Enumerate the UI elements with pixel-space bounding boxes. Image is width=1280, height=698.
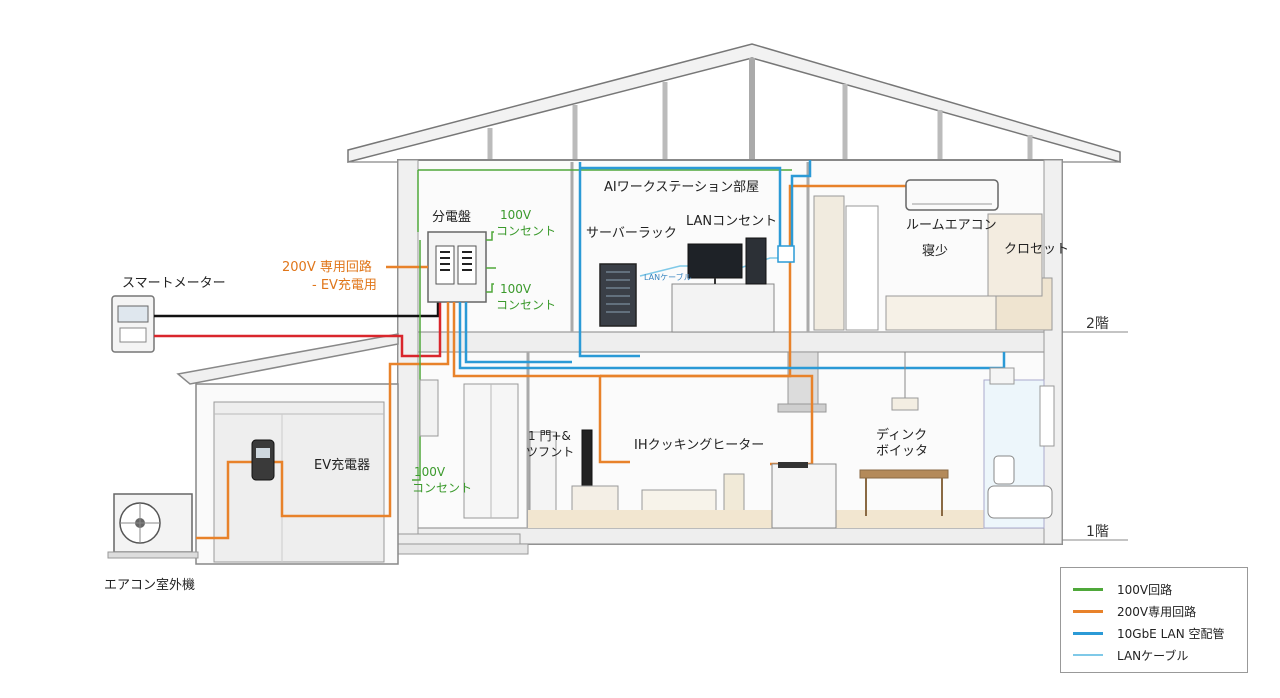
- label-lan-outlet: LANコンセント: [686, 214, 778, 229]
- lan-conduit: [458, 160, 1006, 370]
- label-lan-cable-small: LANケーブル: [644, 273, 692, 282]
- label-ac-outdoor: エアコン室外機: [104, 578, 196, 593]
- room-air-conditioner: [905, 179, 999, 211]
- legend-label: LANケーブル: [1117, 648, 1189, 663]
- legend-label: 100V回路: [1117, 582, 1173, 597]
- label-outlet-100v-a-line1: 100V: [500, 208, 532, 222]
- label-outlet-100v-c-line1: 100V: [414, 465, 446, 479]
- ev-charger: [251, 439, 275, 481]
- legend-swatch-200v: [1073, 609, 1103, 613]
- label-smart-meter: スマートメーター: [122, 276, 226, 291]
- legend-item: 10GbE LAN 空配管: [1073, 622, 1235, 644]
- label-closet: クロセット: [1004, 242, 1070, 257]
- label-floor-1: 1階: [1086, 524, 1109, 540]
- label-outlet-100v-b-line1: 100V: [500, 282, 532, 296]
- label-floor-2: 2階: [1086, 316, 1109, 332]
- garage: [176, 333, 399, 565]
- smart-meter: [111, 295, 155, 353]
- legend-label: 200V専用回路: [1117, 604, 1197, 619]
- label-outlet-100v-c-line2: コンセント: [412, 481, 473, 495]
- legend-swatch-lan-cable: [1073, 654, 1103, 656]
- workstation: [671, 237, 795, 333]
- legend-item: 100V回路: [1073, 578, 1235, 600]
- label-panel: 分電盤: [432, 210, 472, 225]
- legend-swatch-lan-conduit: [1073, 631, 1103, 635]
- legend-swatch-100v: [1073, 587, 1103, 591]
- legend: 100V回路 200V専用回路 10GbE LAN 空配管 LANケーブル: [1060, 567, 1248, 673]
- distribution-panel: [427, 231, 487, 303]
- first-floor-furniture: [419, 352, 1055, 529]
- bedroom-furniture: [813, 195, 1053, 331]
- ac-outdoor-unit: [107, 493, 199, 559]
- label-server-rack: サーバーラック: [586, 226, 677, 241]
- label-dining-line1: ディンク: [876, 428, 928, 443]
- circuit-100v: [412, 169, 792, 481]
- label-200v-dedicated-line2: - EV充電用: [312, 278, 377, 293]
- label-living-tv-line2: ツフント: [526, 445, 575, 459]
- label-200v-dedicated-line1: 200V 専用回路: [282, 260, 372, 275]
- legend-item: LANケーブル: [1073, 644, 1235, 666]
- server-rack: [599, 263, 637, 327]
- label-room-ac: ルームエアコン: [906, 218, 997, 233]
- legend-item: 200V専用回路: [1073, 600, 1235, 622]
- legend-label: 10GbE LAN 空配管: [1117, 626, 1225, 641]
- label-living-tv-line1: 1 門+&: [528, 429, 571, 443]
- label-bedroom: 寝少: [922, 244, 949, 259]
- roof: [347, 43, 1121, 163]
- label-ai-room: AIワークステーション部屋: [604, 180, 760, 195]
- label-ev-charger: EV充電器: [314, 458, 371, 473]
- label-dining-line2: ボイッタ: [876, 444, 929, 459]
- label-ih-heater: IHクッキングヒーター: [634, 438, 765, 453]
- label-outlet-100v-b-line2: コンセント: [496, 298, 557, 312]
- label-outlet-100v-a-line2: コンセント: [496, 224, 557, 238]
